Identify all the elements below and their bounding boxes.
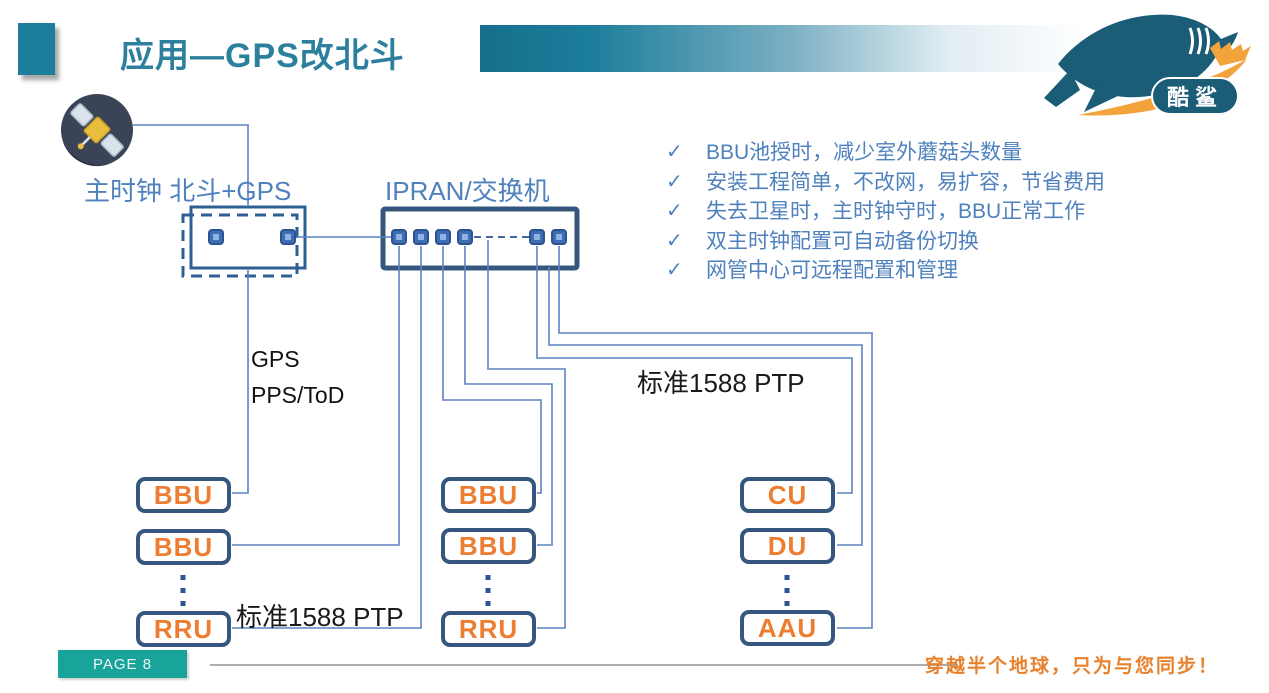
check-icon: ✓: [666, 259, 683, 281]
ports: [208, 229, 567, 245]
wire-port3-mid-bbu1: [442, 246, 542, 494]
shark-tail-icon: [1044, 70, 1080, 107]
footer-slogan: 穿越半个地球，只为与您同步！: [925, 656, 1220, 677]
gill-line-icon: [1196, 27, 1202, 55]
master-clock-box-dashed: [181, 213, 299, 278]
bullet-text: 失去卫星时，主时钟守时，BBU正常工作: [706, 200, 1086, 223]
shark-teeth-icon: [1210, 41, 1251, 66]
wire-satellite-clock: [133, 124, 249, 205]
page-title: 应用—GPS改北斗: [120, 37, 405, 75]
ellipsis-dots: [180, 575, 790, 606]
ptp-label-top: 标准1588 PTP: [637, 368, 805, 398]
kushark-logo: 酷鲨: [1044, 14, 1251, 116]
clock-port-icon: [280, 229, 296, 245]
gill-line-icon: [1204, 27, 1210, 55]
satellite-icon: [61, 94, 133, 167]
node-cu: CU: [740, 477, 835, 513]
switch-label: IPRAN/交换机: [385, 176, 550, 206]
bullet-item: ✓ 双主时钟配置可自动备份切换: [666, 227, 1226, 257]
wire-du: [548, 267, 863, 546]
switch-port-icon: [435, 229, 451, 245]
clock-port-icon: [208, 229, 224, 245]
node-aau: AAU: [740, 610, 835, 646]
shark-fin-icon: [1084, 84, 1120, 112]
check-icon: ✓: [666, 229, 683, 252]
bullet-text: 网管中心可远程配置和管理: [706, 259, 958, 282]
gps-label-line1: GPS: [251, 346, 300, 372]
wire-clock-bbu1: [232, 270, 249, 494]
node-left-rru: RRU: [136, 611, 231, 647]
bullet-item: ✓ 失去卫星时，主时钟守时，BBU正常工作: [666, 197, 1226, 227]
bullet-text: 双主时钟配置可自动备份切换: [706, 229, 979, 253]
gill-line-icon: [1188, 27, 1194, 55]
gps-label-line2: PPS/ToD: [251, 382, 345, 408]
wire-port1-left-bbu2: [232, 246, 400, 546]
title-bar-gradient: [480, 25, 1105, 72]
wire-port2-left-rru: [232, 246, 422, 629]
bullet-item: ✓ BBU池授时，减少室外蘑菇头数量: [666, 138, 1226, 168]
check-icon: ✓: [666, 141, 683, 163]
switch-box: [380, 206, 580, 271]
node-mid-bbu1: BBU: [441, 477, 536, 513]
switch-port-icon: [391, 229, 407, 245]
bullet-list: ✓ BBU池授时，减少室外蘑菇头数量 ✓ 安装工程简单，不改网，易扩容，节省费用…: [666, 138, 1226, 286]
switch-port-icon: [413, 229, 429, 245]
logo-badge: [1151, 77, 1239, 115]
bullet-text: 安装工程简单，不改网，易扩容，节省费用: [706, 170, 1105, 194]
check-icon: ✓: [666, 170, 683, 193]
node-du: DU: [740, 528, 835, 564]
switch-port-icon: [551, 229, 567, 245]
switch-port-icon: [529, 229, 545, 245]
page-badge: PAGE 8: [58, 650, 187, 678]
master-clock-label: 主时钟 北斗+GPS: [84, 176, 292, 206]
wire-stub-mid-rru: [487, 240, 566, 629]
wire-port5-cu: [536, 246, 853, 494]
wire-port6-aau: [558, 246, 873, 629]
gps-signal-label: GPS PPS/ToD: [251, 341, 344, 413]
node-mid-rru: RRU: [441, 611, 536, 647]
check-icon: ✓: [666, 200, 683, 222]
bullet-item: ✓ 安装工程简单，不改网，易扩容，节省费用: [666, 168, 1226, 198]
bullet-item: ✓ 网管中心可远程配置和管理: [666, 256, 1226, 286]
wire-port4-mid-bbu2: [464, 246, 553, 546]
footer-rule: [210, 664, 958, 666]
title-accent-square: [18, 23, 55, 75]
node-left-bbu1: BBU: [136, 477, 231, 513]
switch-port-icon: [457, 229, 473, 245]
bullet-text: BBU池授时，减少室外蘑菇头数量: [706, 141, 1023, 164]
logo-badge-text: 酷鲨: [1167, 85, 1223, 110]
node-left-bbu2: BBU: [136, 529, 231, 565]
ptp-label-bottom: 标准1588 PTP: [236, 602, 404, 632]
node-mid-bbu2: BBU: [441, 528, 536, 564]
